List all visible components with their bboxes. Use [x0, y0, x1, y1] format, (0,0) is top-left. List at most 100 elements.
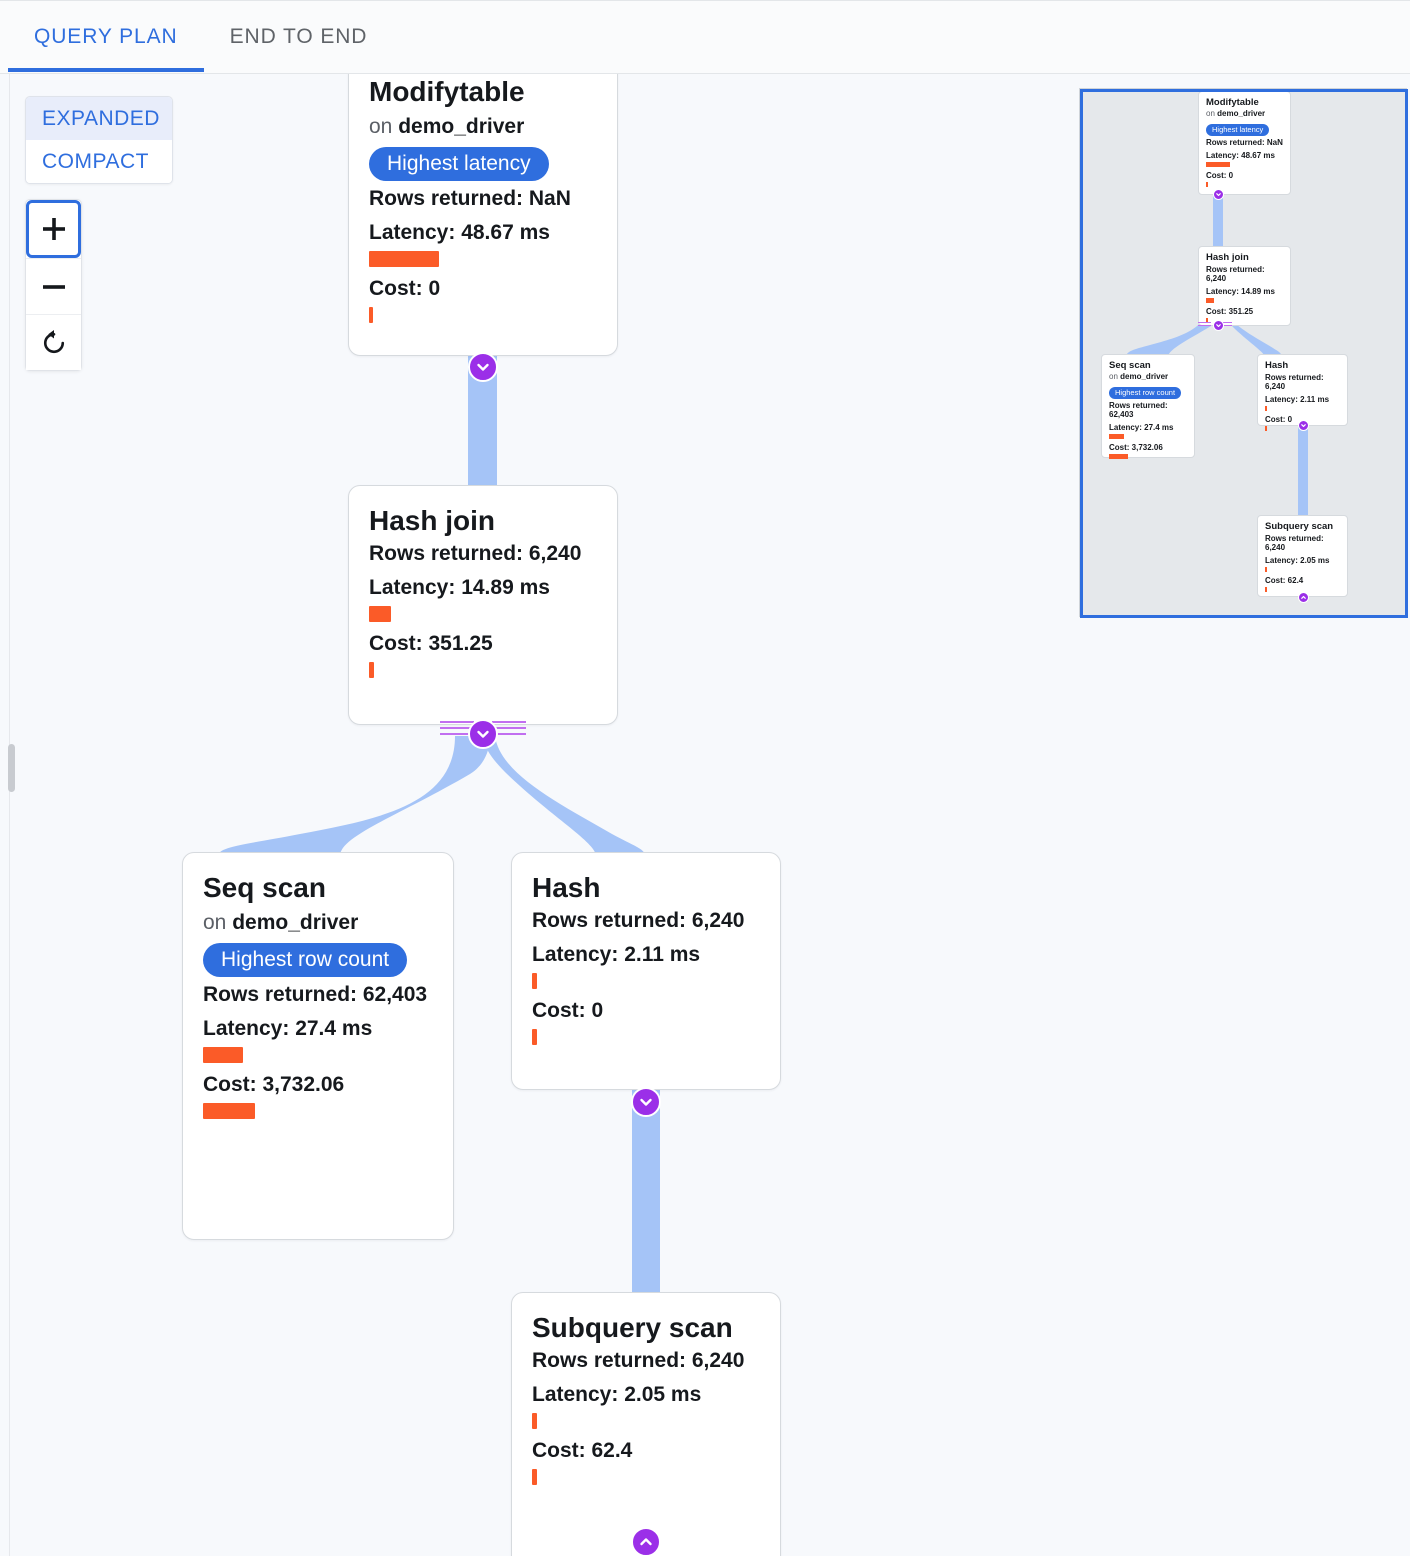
- zoom-reset-button[interactable]: [26, 314, 81, 370]
- on-prefix: on: [1206, 108, 1215, 118]
- chevron-down-icon: [640, 1098, 652, 1106]
- minimap-badge: Highest row count: [1109, 387, 1182, 400]
- chevron-down-icon: [477, 363, 489, 371]
- node-title: Subquery scan: [532, 1312, 733, 1343]
- minimap-cost-bar: [1206, 317, 1208, 323]
- minimap-node-relation: demo_driver: [1217, 108, 1266, 118]
- minimap-connector-hash: [1298, 420, 1309, 431]
- mode-option-expanded[interactable]: EXPANDED: [26, 97, 172, 140]
- minimap-rows: Rows returned: 6,240: [1265, 533, 1324, 552]
- node-latency: Latency: 2.11 ms: [532, 942, 701, 966]
- minimap-latency-bar: [1265, 566, 1267, 572]
- connector-subqueryscan-collapse[interactable]: [631, 1527, 661, 1556]
- minimap-rows: Rows returned: 6,240: [1265, 372, 1324, 391]
- minimap-node-hashjoin: Hash join Rows returned: 6,240 Latency: …: [1198, 246, 1291, 326]
- plan-node-subqueryscan[interactable]: Subquery scan Rows returned: 6,240 Laten…: [511, 1292, 781, 1556]
- mode-option-expanded-label: EXPANDED: [42, 106, 160, 130]
- plan-node-hashjoin[interactable]: Hash join Rows returned: 6,240 Latency: …: [348, 485, 618, 725]
- graph-canvas[interactable]: EXPANDED COMPACT: [0, 74, 1410, 1556]
- mode-option-compact-label: COMPACT: [42, 149, 149, 173]
- tab-query-plan[interactable]: QUERY PLAN: [8, 2, 204, 72]
- minimap-badge: Highest latency: [1206, 124, 1270, 137]
- edge-hashjoin-hash: [482, 736, 645, 856]
- panel-resize-handle[interactable]: [8, 744, 15, 792]
- minimap-latency-bar: [1206, 162, 1230, 168]
- chevron-down-icon: [1216, 193, 1221, 197]
- minus-icon: [42, 284, 65, 289]
- node-relation: demo_driver: [232, 910, 359, 934]
- minimap-latency: Latency: 14.89 ms: [1206, 286, 1275, 296]
- plan-node-hash[interactable]: Hash Rows returned: 6,240 Latency: 2.11 …: [511, 852, 781, 1090]
- minimap-node-relation: demo_driver: [1120, 371, 1169, 381]
- minimap-node-hash: Hash Rows returned: 6,240 Latency: 2.11 …: [1257, 354, 1348, 431]
- plan-node-seqscan[interactable]: Seq scan on demo_driver Highest row coun…: [182, 852, 454, 1240]
- minimap-cost: Cost: 0: [1265, 414, 1293, 424]
- node-relation: demo_driver: [398, 114, 525, 138]
- chevron-down-icon: [1301, 424, 1306, 428]
- reset-icon: [43, 329, 64, 353]
- node-latency: Latency: 27.4 ms: [203, 1017, 373, 1041]
- hashjoin-multi-child-marker: [440, 719, 526, 737]
- chevron-down-icon: [1216, 324, 1221, 328]
- minimap-cost-bar: [1109, 454, 1128, 460]
- minimap-latency: Latency: 27.4 ms: [1109, 423, 1174, 433]
- on-prefix: on: [203, 910, 227, 934]
- node-latency: Latency: 14.89 ms: [369, 575, 550, 599]
- node-subtitle: on demo_driver: [203, 909, 433, 937]
- tab-end-to-end-label: END TO END: [229, 25, 368, 48]
- minimap-connector-modifytable: [1213, 189, 1224, 200]
- tab-end-to-end[interactable]: END TO END: [204, 2, 394, 72]
- minimap-node-subtitle: on demo_driver: [1109, 372, 1187, 382]
- minimap-cost: Cost: 3,732.06: [1109, 443, 1163, 453]
- minimap-latency-bar: [1265, 405, 1267, 411]
- cost-bar: [532, 1028, 537, 1045]
- minimap-node-subqueryscan: Subquery scan Rows returned: 6,240 Laten…: [1257, 515, 1348, 597]
- node-title: Modifytable: [369, 76, 525, 107]
- edge-hashjoin-seqscan: [218, 736, 490, 856]
- chevron-up-icon: [1301, 595, 1306, 599]
- cost-bar: [369, 661, 374, 678]
- minimap-cost: Cost: 351.25: [1206, 306, 1254, 316]
- minimap-latency-bar: [1206, 297, 1214, 303]
- minimap-node-title: Hash: [1265, 360, 1289, 371]
- edge-modifytable-hashjoin: [468, 349, 497, 489]
- left-divider: [9, 74, 10, 1556]
- node-latency: Latency: 48.67 ms: [369, 221, 550, 245]
- latency-bar: [369, 605, 391, 622]
- tab-query-plan-label: QUERY PLAN: [34, 25, 178, 48]
- node-rows-returned: Rows returned: NaN: [369, 187, 571, 211]
- mode-option-compact[interactable]: COMPACT: [26, 140, 172, 183]
- minimap-node-title: Seq scan: [1109, 360, 1151, 371]
- plus-icon: [42, 218, 65, 240]
- node-badge-highest-row-count: Highest row count: [203, 942, 408, 978]
- connector-hashjoin-expand[interactable]: [468, 719, 498, 749]
- display-mode-toggle: EXPANDED COMPACT: [25, 96, 173, 184]
- chevron-up-icon: [640, 1538, 652, 1546]
- connector-hash-expand[interactable]: [631, 1087, 661, 1117]
- minimap-cost-bar: [1265, 425, 1267, 431]
- on-prefix: on: [369, 114, 393, 138]
- minimap-cost-bar: [1206, 182, 1208, 188]
- minimap-rows: Rows returned: NaN: [1206, 138, 1283, 148]
- node-title: Hash: [532, 872, 601, 903]
- minimap-latency: Latency: 48.67 ms: [1206, 151, 1275, 161]
- zoom-out-button[interactable]: [26, 258, 81, 314]
- node-cost: Cost: 3,732.06: [203, 1073, 345, 1097]
- minimap-node-title: Hash join: [1206, 252, 1249, 263]
- minimap-node-modifytable: Modifytable on demo_driver Highest laten…: [1198, 91, 1291, 195]
- plan-node-modifytable[interactable]: Modifytable on demo_driver Highest laten…: [348, 74, 618, 356]
- node-rows-returned: Rows returned: 62,403: [203, 983, 428, 1007]
- minimap[interactable]: Modifytable on demo_driver Highest laten…: [1079, 88, 1408, 618]
- minimap-latency: Latency: 2.05 ms: [1265, 555, 1330, 565]
- node-title: Hash join: [369, 505, 496, 536]
- node-cost: Cost: 0: [532, 998, 604, 1022]
- latency-bar: [369, 251, 439, 268]
- zoom-in-button[interactable]: [26, 200, 81, 258]
- connector-modifytable-expand[interactable]: [468, 352, 498, 382]
- edge-hash-subqueryscan: [632, 1084, 660, 1292]
- node-cost: Cost: 62.4: [532, 1438, 633, 1462]
- node-cost: Cost: 351.25: [369, 631, 493, 655]
- edge-layer: [218, 349, 660, 1292]
- chevron-down-icon: [477, 730, 489, 738]
